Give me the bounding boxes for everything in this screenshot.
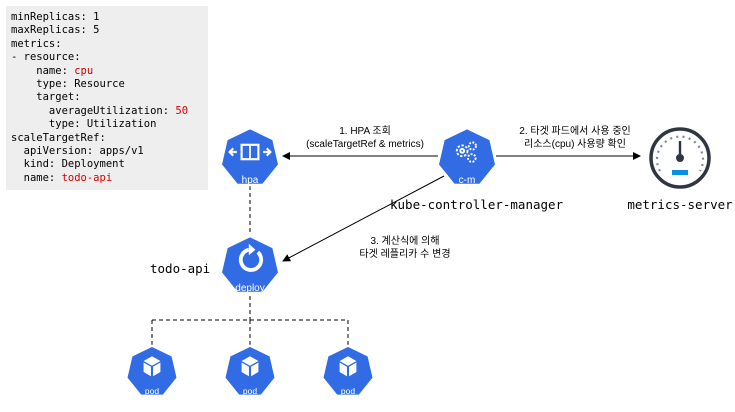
- code-line-type-utilization: type: Utilization: [11, 118, 157, 131]
- code-line-max-replicas: maxReplicas: 5: [11, 24, 100, 37]
- code-key: name:: [11, 171, 62, 184]
- controller-label: c-m: [459, 175, 476, 186]
- hpa-node: [219, 126, 281, 187]
- step2-detail: 리소스(cpu) 사용량 확인: [524, 139, 626, 150]
- pod-label-2: pod: [243, 386, 257, 396]
- code-value-50: 50: [175, 104, 189, 117]
- hpa-spec-code-block: minReplicas: 1 maxReplicas: 5 metrics: -…: [6, 6, 208, 190]
- hpa-label: hpa: [242, 175, 259, 186]
- step3-title: 3. 계산식에 의해: [370, 236, 440, 247]
- step1-detail: (scaleTargetRef & metrics): [306, 139, 424, 150]
- hpa-icon: [228, 143, 272, 161]
- step3-detail: 타겟 레플리카 수 변경: [359, 249, 451, 260]
- code-key: name:: [11, 64, 75, 77]
- code-key: averageUtilization:: [11, 104, 176, 117]
- code-line-min-replicas: minReplicas: 1: [11, 11, 100, 23]
- step3-label: 3. 계산식에 의해 타겟 레플리카 수 변경: [340, 235, 470, 261]
- pod-label-1: pod: [145, 386, 159, 396]
- code-line-average-utilization: averageUtilization: 50: [11, 105, 208, 118]
- code-line-resource: - resource:: [11, 51, 81, 64]
- step1-title: 1. HPA 조회: [339, 126, 391, 137]
- code-value-cpu: cpu: [74, 64, 94, 77]
- pod-label-3: pod: [341, 386, 355, 396]
- code-line-target: target:: [11, 91, 81, 104]
- metrics-server-name: metrics-server: [627, 197, 733, 212]
- step1-label: 1. HPA 조회 (scaleTargetRef & metrics): [300, 125, 430, 151]
- deploy-name: todo-api: [150, 261, 211, 276]
- deploy-node: [219, 234, 281, 295]
- code-line-kind: kind: Deployment: [11, 158, 125, 171]
- code-line-type-resource: type: Resource: [11, 78, 125, 91]
- arrow-controller-to-deploy: [282, 175, 445, 262]
- code-line-ref-name: name: todo-api: [11, 172, 208, 185]
- gauge-icon: [649, 127, 711, 189]
- controller-manager-name: kube-controller-manager: [390, 197, 564, 212]
- gear-cluster-icon: [455, 141, 477, 163]
- code-line-api-version: apiVersion: apps/v1: [11, 145, 144, 158]
- deploy-label: deploy: [235, 283, 264, 294]
- code-value-todo-api: todo-api: [61, 171, 113, 184]
- step2-title: 2. 타겟 파드에서 사용 중인: [519, 126, 631, 137]
- code-line-metrics: metrics:: [11, 37, 62, 50]
- code-line-resource-name: name: cpu: [11, 65, 208, 78]
- dashed-deploy-to-pods: [151, 296, 349, 346]
- step2-label: 2. 타겟 파드에서 사용 중인 리소스(cpu) 사용량 확인: [500, 125, 650, 151]
- refresh-icon: [238, 243, 264, 272]
- code-line-scale-target-ref: scaleTargetRef:: [11, 131, 106, 144]
- controller-manager-node: [436, 126, 498, 187]
